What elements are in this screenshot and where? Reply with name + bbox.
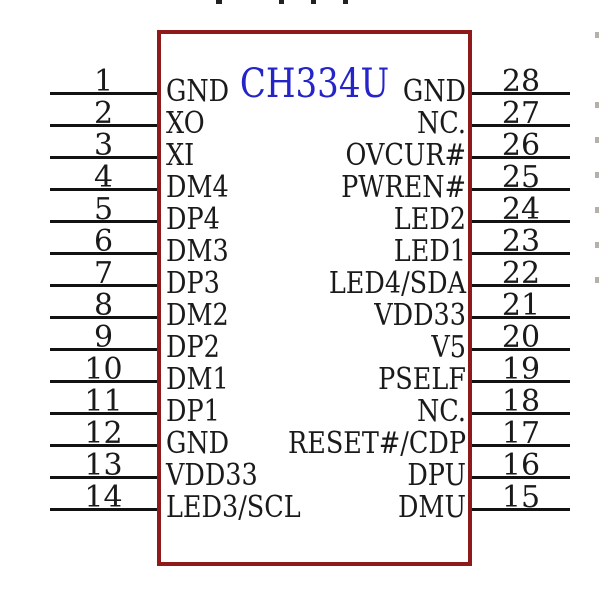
pin-18-number: 18 [501,384,541,419]
pin-23-line [472,252,570,255]
crop-artifact-mark [595,102,599,108]
crop-artifact-mark [595,207,599,213]
chip-title: CH334U [239,61,390,107]
pin-21-number: 21 [501,288,541,323]
pin-12-number: 12 [84,416,123,451]
pin-19-label: PSELF [378,362,466,397]
pin-28-line [472,92,570,95]
pin-22-line [472,284,570,287]
pin-2-label: XO [166,106,205,141]
pin-26-label: OVCUR# [345,138,466,173]
pin-2-line [50,124,157,127]
pin-4-line [50,188,157,191]
pin-11-number: 11 [84,384,123,419]
pin-25-label: PWREN# [341,170,466,205]
crop-artifact-dot [216,0,222,4]
pin-5-line [50,220,157,223]
pin-10-line [50,380,157,383]
pin-4-number: 4 [93,160,114,195]
pin-1-line [50,92,157,95]
pin-6-label: DM3 [166,234,229,269]
pin-11-label: DP1 [166,394,220,429]
pin-15-line [472,508,570,511]
crop-artifact-dot [311,0,316,4]
pin-12-line [50,444,157,447]
pin-17-label: RESET#/CDP [288,426,466,461]
pin-20-line [472,348,570,351]
pin-26-line [472,156,570,159]
pin-18-label: NC. [416,394,466,429]
crop-artifact-mark [595,137,599,143]
pin-6-line [50,252,157,255]
pin-9-number: 9 [93,320,114,355]
crop-artifact-dot [279,0,284,4]
pin-15-label: DMU [397,490,466,525]
pin-25-number: 25 [501,160,541,195]
pin-13-number: 13 [84,448,123,483]
pin-9-label: DP2 [166,330,220,365]
pin-14-line [50,508,157,511]
pin-28-label: GND [402,74,466,109]
pin-4-label: DM4 [166,170,229,205]
pin-1-label: GND [166,74,230,109]
pin-3-number: 3 [93,128,114,163]
pin-8-label: DM2 [166,298,229,333]
pin-17-number: 17 [501,416,541,451]
pin-7-number: 7 [93,256,114,291]
pin-10-label: DM1 [166,362,229,397]
pin-13-label: VDD33 [166,458,258,493]
pin-7-label: DP3 [166,266,220,301]
pin-5-number: 5 [93,192,114,227]
pin-9-line [50,348,157,351]
pin-21-label: VDD33 [374,298,466,333]
pin-12-label: GND [166,426,230,461]
pin-27-label: NC. [416,106,466,141]
crop-artifact-dot [343,0,348,4]
pin-5-label: DP4 [166,202,220,237]
pin-19-number: 19 [501,352,541,387]
pin-16-label: DPU [407,458,466,493]
pin-14-number: 14 [84,480,123,515]
pin-16-number: 16 [501,448,541,483]
pin-23-label: LED1 [393,234,466,269]
pin-24-number: 24 [501,192,541,227]
crop-artifact-mark [595,277,599,283]
pin-17-line [472,444,570,447]
crop-artifact-mark [595,32,599,38]
pin-22-number: 22 [501,256,541,291]
pin-7-line [50,284,157,287]
pin-26-number: 26 [501,128,541,163]
crop-artifact-mark [595,172,599,178]
pin-13-line [50,476,157,479]
pin-3-line [50,156,157,159]
chip-body-outline [157,30,472,566]
pin-19-line [472,380,570,383]
pin-23-number: 23 [501,224,541,259]
pin-1-number: 1 [93,64,114,99]
pin-15-number: 15 [501,480,541,515]
pin-14-label: LED3/SCL [166,490,301,525]
pin-11-line [50,412,157,415]
pin-24-line [472,220,570,223]
pin-20-label: V5 [431,330,466,365]
pin-6-number: 6 [93,224,114,259]
pin-22-label: LED4/SDA [328,266,466,301]
pin-24-label: LED2 [393,202,466,237]
pin-10-number: 10 [84,352,123,387]
pin-25-line [472,188,570,191]
pin-28-number: 28 [501,64,541,99]
crop-artifact-mark [595,242,599,248]
pin-27-line [472,124,570,127]
pin-20-number: 20 [501,320,541,355]
pin-18-line [472,412,570,415]
pin-27-number: 27 [501,96,541,131]
pin-8-line [50,316,157,319]
pin-2-number: 2 [93,96,114,131]
pin-8-number: 8 [93,288,114,323]
pin-16-line [472,476,570,479]
pin-21-line [472,316,570,319]
pin-3-label: XI [166,138,195,173]
